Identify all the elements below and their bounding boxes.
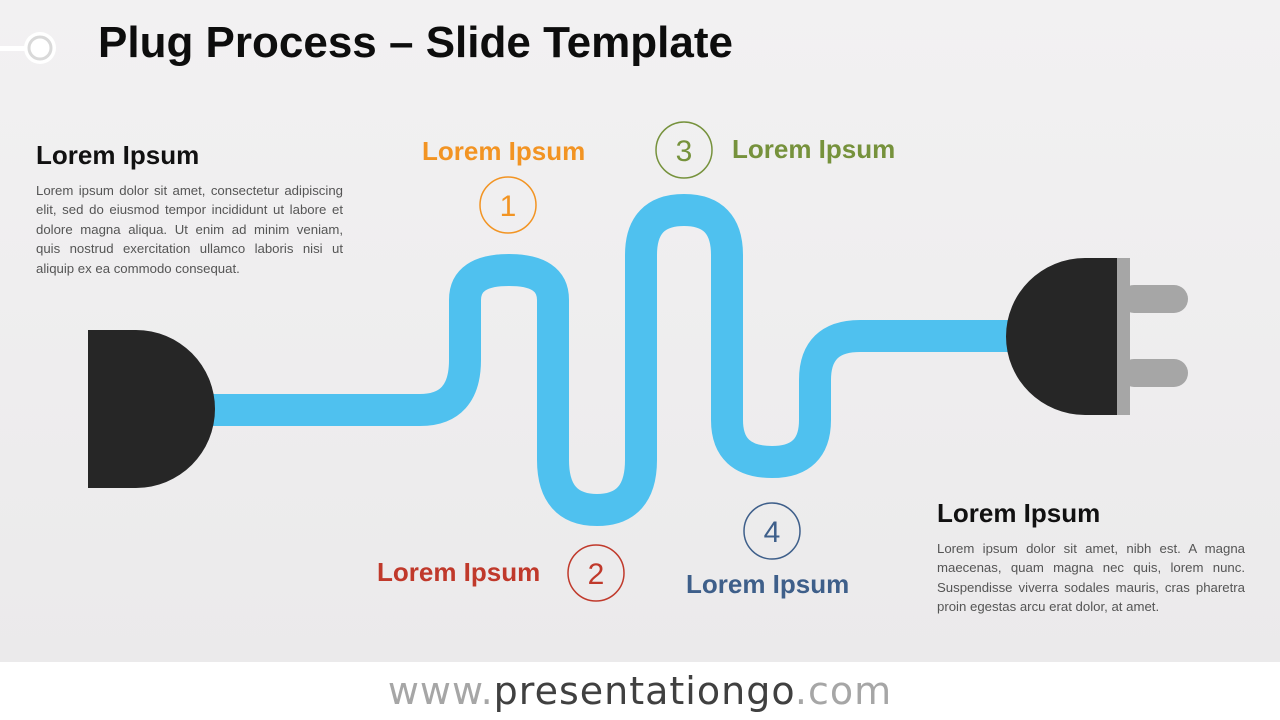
corner-logo-icon xyxy=(0,32,56,64)
footer-url[interactable]: www.presentationgo.com xyxy=(0,662,1280,720)
step-4-marker: 4 xyxy=(743,502,801,560)
footer-suffix: .com xyxy=(794,669,893,713)
step-2-label: Lorem Ipsum xyxy=(377,557,541,587)
right-block-body: Lorem ipsum dolor sit amet, nibh est. A … xyxy=(937,541,1245,615)
step-2-marker: 2 xyxy=(567,544,625,602)
step-3-marker: 3 xyxy=(655,121,713,179)
slide-title: Plug Process – Slide Template xyxy=(98,18,733,67)
step-4-label: Lorem Ipsum xyxy=(686,569,850,599)
step-4-number: 4 xyxy=(764,516,781,549)
right-plug-body xyxy=(1006,258,1117,415)
left-plug-body xyxy=(88,330,215,488)
footer-prefix: www. xyxy=(387,669,494,713)
footer-brand: presentationgo xyxy=(493,669,795,713)
step-1-label: Lorem Ipsum xyxy=(422,136,586,166)
cable xyxy=(200,194,1010,526)
left-block-heading: Lorem Ipsum xyxy=(36,140,200,170)
step-3-label: Lorem Ipsum xyxy=(732,134,896,164)
left-block-body: Lorem ipsum dolor sit amet, consectetur … xyxy=(36,183,343,276)
plug-process-diagram: 1 2 3 4 xyxy=(88,121,1188,602)
step-1-number: 1 xyxy=(500,190,517,223)
left-text-block: Lorem Ipsum Lorem ipsum dolor sit amet, … xyxy=(36,140,343,278)
prong-bottom xyxy=(1120,359,1188,387)
plug-collar xyxy=(1117,258,1130,415)
right-block-heading: Lorem Ipsum xyxy=(937,498,1101,528)
step-3-number: 3 xyxy=(676,135,693,168)
step-1-marker: 1 xyxy=(479,176,537,234)
right-text-block: Lorem Ipsum Lorem ipsum dolor sit amet, … xyxy=(937,498,1245,617)
prong-top xyxy=(1120,285,1188,313)
step-2-number: 2 xyxy=(588,558,605,591)
